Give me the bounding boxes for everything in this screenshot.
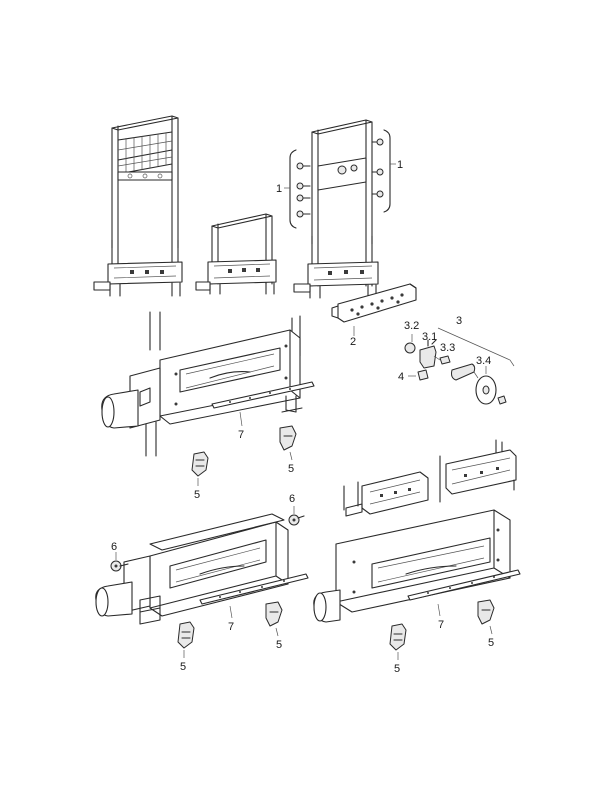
callout-5-lower-left-a: 5 xyxy=(180,661,186,673)
clip-lower-left-a xyxy=(177,621,195,658)
small-frame-back-right xyxy=(439,439,517,503)
callout-6-left: 6 xyxy=(111,541,117,553)
screws-left xyxy=(284,149,311,229)
middle-box-assembly xyxy=(101,311,303,457)
tall-frame-right xyxy=(293,119,379,299)
callout-6-right: 6 xyxy=(289,493,295,505)
callout-4: 4 xyxy=(398,371,404,383)
callout-1-left: 1 xyxy=(276,183,282,195)
callout-labels: 1 1 2 3 3.2 3.1 3.3 3.4 4 7 5 5 6 6 7 7 … xyxy=(111,159,494,675)
screws-right xyxy=(371,129,396,213)
clip-mid-a xyxy=(191,451,209,486)
nut-part xyxy=(408,369,429,381)
short-frame-middle xyxy=(195,213,277,295)
rail-middle xyxy=(211,381,315,427)
callout-3-2: 3.2 xyxy=(404,320,419,332)
callout-7-mid: 7 xyxy=(238,429,244,441)
callout-3-3: 3.3 xyxy=(440,342,455,354)
callout-3-1: 3.1 xyxy=(422,331,437,343)
clip-mid-b xyxy=(279,425,297,461)
screw-6-left xyxy=(110,552,129,572)
valve-assembly xyxy=(404,327,515,405)
callout-5-mid-a: 5 xyxy=(194,489,200,501)
clip-lower-left-b xyxy=(265,601,283,637)
callout-5-mid-b: 5 xyxy=(288,463,294,475)
small-frame-back-left xyxy=(343,471,429,517)
callout-3-4: 3.4 xyxy=(476,355,491,367)
rail-lower-left xyxy=(199,573,309,619)
callout-3: 3 xyxy=(456,315,462,327)
callout-7-lower-right: 7 xyxy=(438,619,444,631)
callout-5-lower-right-b: 5 xyxy=(488,637,494,649)
callout-5-lower-right-a: 5 xyxy=(394,663,400,675)
callout-2: 2 xyxy=(350,336,356,348)
clip-lower-right-a xyxy=(389,623,407,660)
mounting-plate xyxy=(331,283,417,336)
clip-lower-right-b xyxy=(477,599,495,635)
callout-5-lower-left-b: 5 xyxy=(276,639,282,651)
callout-1-right: 1 xyxy=(397,159,403,171)
tall-frame-left xyxy=(93,115,183,297)
callout-7-lower-left: 7 xyxy=(228,621,234,633)
rail-lower-right xyxy=(407,569,521,617)
screw-6-right xyxy=(288,506,305,526)
lower-left-box-assembly xyxy=(95,513,289,625)
